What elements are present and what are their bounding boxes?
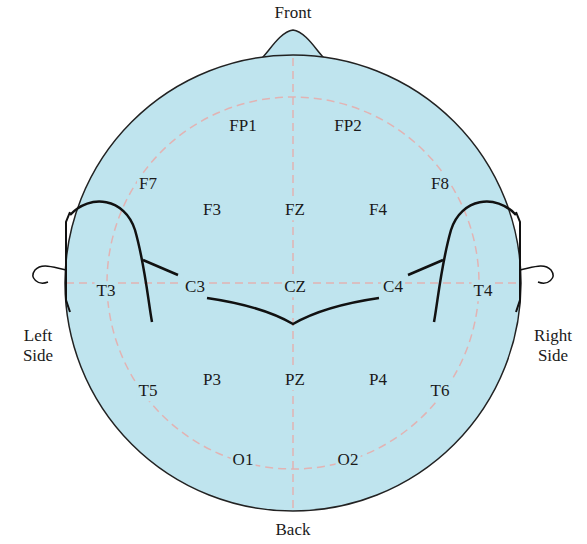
direction-label: Right Side <box>528 326 578 365</box>
electrode-label: T4 <box>472 281 495 301</box>
electrode-label: T6 <box>429 381 452 401</box>
electrode-label: T3 <box>95 281 118 301</box>
electrode-label: O1 <box>231 450 256 470</box>
electrode-label: P4 <box>367 370 389 390</box>
direction-label: Back <box>274 520 313 540</box>
electrode-label: CZ <box>282 277 308 297</box>
ear-curve <box>70 202 152 322</box>
ear-squiggle <box>33 266 66 283</box>
electrode-label: FZ <box>283 200 307 220</box>
electrode-label: F8 <box>429 174 451 194</box>
direction-label: Left Side <box>13 326 63 365</box>
electrode-label: T5 <box>137 381 160 401</box>
nose-outline <box>262 30 324 58</box>
ear-squiggle <box>520 266 553 283</box>
electrode-label: P3 <box>201 370 223 390</box>
ear-curve <box>434 202 516 322</box>
electrode-label: FP1 <box>227 116 258 136</box>
direction-label: Front <box>273 3 314 23</box>
ear-edge <box>516 212 520 312</box>
electrode-label: O2 <box>336 450 361 470</box>
right-ear <box>408 202 553 322</box>
head-outline <box>65 55 521 511</box>
electrode-label: F4 <box>367 200 389 220</box>
wire <box>408 260 443 275</box>
electrode-label: FP2 <box>332 116 363 136</box>
electrode-label: PZ <box>283 370 307 390</box>
wire <box>143 260 178 275</box>
electrode-label: C4 <box>381 277 405 297</box>
ear-edge <box>66 212 70 312</box>
wire <box>207 298 379 324</box>
electrode-label: F3 <box>201 200 223 220</box>
left-ear <box>33 202 178 322</box>
electrode-label: C3 <box>183 277 207 297</box>
electrode-label: F7 <box>137 174 159 194</box>
